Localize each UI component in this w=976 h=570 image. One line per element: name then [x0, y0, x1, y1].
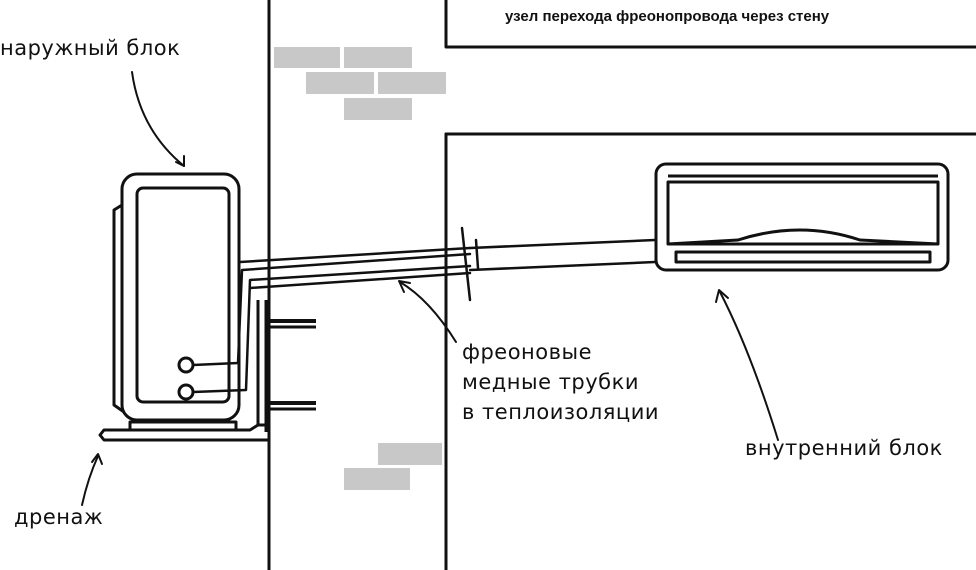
brick [378, 72, 446, 94]
label-pipes-line2: медные трубки [462, 370, 639, 394]
refrigerant-pipes [191, 226, 657, 394]
label-drain: дренаж [14, 505, 104, 529]
label-pipes-line3: в теплоизоляции [462, 400, 660, 424]
arrow-indoor-unit [719, 291, 779, 441]
indoor-unit [654, 162, 950, 272]
label-outdoor-unit: наружный блок [0, 36, 181, 60]
brick [344, 47, 412, 68]
wall-bracket [98, 300, 316, 442]
arrow-head [91, 453, 103, 465]
brick [344, 468, 410, 490]
pointer-arrows [81, 71, 779, 506]
arrow-head [715, 289, 729, 303]
pipe-port-icon [177, 383, 195, 401]
brick [306, 72, 374, 94]
brick [378, 443, 442, 465]
brick [344, 98, 412, 120]
label-pipes-line1: фреоновые [462, 340, 593, 364]
arrow-head [175, 155, 185, 167]
arrow-drain [81, 455, 99, 506]
diagram-title: узел перехода фреонопровода через стену [505, 8, 830, 25]
label-indoor-unit: внутренний блок [745, 436, 943, 460]
title-frame [444, 0, 976, 49]
arrow-outdoor-unit [131, 71, 185, 167]
outdoor-unit [112, 172, 241, 422]
brick [274, 47, 340, 68]
pipe-port-icon [177, 356, 195, 374]
arrow-pipes [399, 281, 457, 343]
brick-pattern [274, 47, 446, 490]
arrow-head [398, 280, 411, 293]
